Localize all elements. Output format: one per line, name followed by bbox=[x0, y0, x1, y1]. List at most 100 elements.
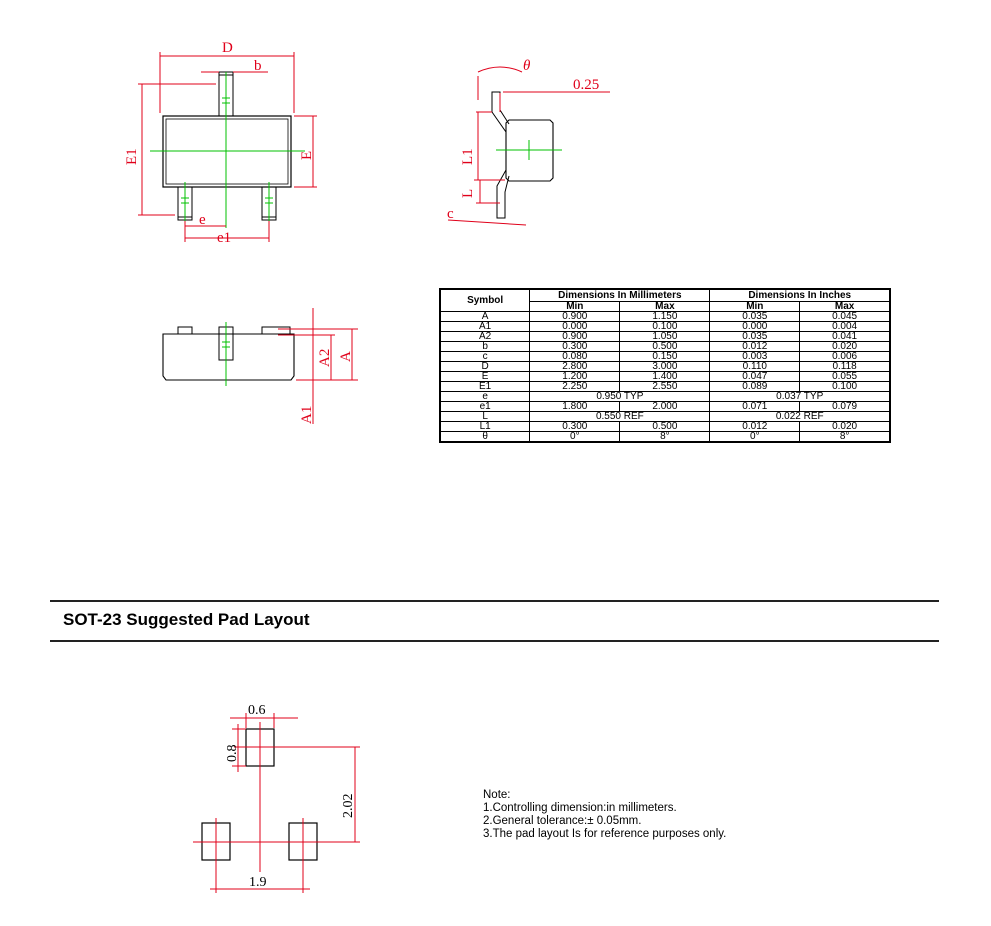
mm-header: Dimensions In Millimeters bbox=[529, 288, 711, 302]
dim-label-L: L bbox=[460, 189, 476, 198]
symbol-cell: A2 bbox=[439, 331, 531, 342]
symbol-header: Symbol bbox=[439, 288, 531, 312]
in-max-cell: 0.041 bbox=[799, 331, 891, 342]
mm-min-cell: 0.300 bbox=[529, 421, 621, 432]
dim-label-theta: θ bbox=[523, 58, 531, 74]
inch-header: Dimensions In Inches bbox=[709, 288, 891, 302]
mm-min-cell: 0° bbox=[529, 431, 621, 443]
pad-dim-horizontal: 1.9 bbox=[249, 875, 267, 890]
note-item: 1.Controlling dimension:in millimeters. bbox=[483, 802, 677, 814]
mm-max-cell: 1.400 bbox=[619, 371, 711, 382]
in-min-header: Min bbox=[709, 301, 801, 312]
in-min-cell: 0° bbox=[709, 431, 801, 443]
dim-label-D: D bbox=[222, 40, 233, 56]
symbol-cell: b bbox=[439, 341, 531, 352]
mm-max-cell: 2.550 bbox=[619, 381, 711, 392]
in-min-cell: 0.035 bbox=[709, 331, 801, 342]
mm-max-cell: 1.150 bbox=[619, 311, 711, 322]
pad-layout-title: SOT-23 Suggested Pad Layout bbox=[63, 610, 310, 629]
pad-dim-vertical: 2.02 bbox=[341, 794, 356, 819]
symbol-cell: c bbox=[439, 351, 531, 362]
in-span-cell: 0.022 REF bbox=[709, 411, 891, 422]
in-min-cell: 0.012 bbox=[709, 421, 801, 432]
dim-label-c: c bbox=[447, 206, 454, 222]
section-rule-top bbox=[50, 600, 939, 602]
dim-label-A: A bbox=[338, 351, 354, 362]
dim-label-b: b bbox=[254, 58, 262, 74]
mm-max-cell: 0.100 bbox=[619, 321, 711, 332]
dim-label-A2: A2 bbox=[317, 349, 333, 367]
in-min-cell: 0.089 bbox=[709, 381, 801, 392]
in-max-cell: 0.100 bbox=[799, 381, 891, 392]
mm-min-cell: 2.800 bbox=[529, 361, 621, 372]
mm-min-cell: 0.900 bbox=[529, 311, 621, 322]
note-item: 3.The pad layout Is for reference purpos… bbox=[483, 828, 727, 840]
mm-max-cell: 3.000 bbox=[619, 361, 711, 372]
notes-heading: Note: bbox=[483, 789, 511, 801]
in-min-cell: 0.047 bbox=[709, 371, 801, 382]
dim-label-e1: e1 bbox=[217, 230, 231, 246]
symbol-cell: θ bbox=[439, 431, 531, 443]
in-max-cell: 0.020 bbox=[799, 341, 891, 352]
mm-max-cell: 2.000 bbox=[619, 401, 711, 412]
notes-block: Note: 1.Controlling dimension:in millime… bbox=[483, 789, 726, 841]
in-max-cell: 0.079 bbox=[799, 401, 891, 412]
in-min-cell: 0.035 bbox=[709, 311, 801, 322]
mm-span-cell: 0.550 REF bbox=[529, 411, 711, 422]
mm-max-cell: 8° bbox=[619, 431, 711, 443]
in-max-cell: 0.045 bbox=[799, 311, 891, 322]
dim-label-025: 0.25 bbox=[573, 77, 599, 93]
in-max-header: Max bbox=[799, 301, 891, 312]
mm-min-cell: 2.250 bbox=[529, 381, 621, 392]
symbol-cell: L bbox=[439, 411, 531, 422]
in-max-cell: 0.006 bbox=[799, 351, 891, 362]
mm-min-cell: 0.000 bbox=[529, 321, 621, 332]
mm-min-header: Min bbox=[529, 301, 621, 312]
mm-span-cell: 0.950 TYP bbox=[529, 391, 711, 402]
mm-min-cell: 0.080 bbox=[529, 351, 621, 362]
section-rule-bottom bbox=[50, 640, 939, 642]
symbol-cell: A bbox=[439, 311, 531, 322]
dim-label-e: e bbox=[199, 212, 206, 228]
dim-label-L1: L1 bbox=[460, 148, 476, 165]
dim-label-E: E bbox=[299, 151, 315, 160]
in-max-cell: 0.020 bbox=[799, 421, 891, 432]
symbol-cell: e1 bbox=[439, 401, 531, 412]
mm-min-cell: 1.200 bbox=[529, 371, 621, 382]
symbol-cell: e bbox=[439, 391, 531, 402]
in-max-cell: 0.055 bbox=[799, 371, 891, 382]
dim-label-E1: E1 bbox=[124, 148, 140, 165]
in-max-cell: 8° bbox=[799, 431, 891, 443]
mm-max-header: Max bbox=[619, 301, 711, 312]
symbol-cell: A1 bbox=[439, 321, 531, 332]
pad-dim-height: 0.8 bbox=[225, 745, 240, 763]
symbol-cell: E bbox=[439, 371, 531, 382]
in-max-cell: 0.118 bbox=[799, 361, 891, 372]
in-min-cell: 0.071 bbox=[709, 401, 801, 412]
pad-dim-width: 0.6 bbox=[248, 703, 266, 718]
mm-min-cell: 0.900 bbox=[529, 331, 621, 342]
mm-min-cell: 0.300 bbox=[529, 341, 621, 352]
in-min-cell: 0.012 bbox=[709, 341, 801, 352]
mm-max-cell: 0.150 bbox=[619, 351, 711, 362]
dimension-table: Symbol Dimensions In Millimeters Dimensi… bbox=[439, 288, 891, 443]
note-item: 2.General tolerance:± 0.05mm. bbox=[483, 815, 642, 827]
in-min-cell: 0.000 bbox=[709, 321, 801, 332]
dim-label-A1: A1 bbox=[299, 406, 315, 424]
in-min-cell: 0.110 bbox=[709, 361, 801, 372]
mm-min-cell: 1.800 bbox=[529, 401, 621, 412]
